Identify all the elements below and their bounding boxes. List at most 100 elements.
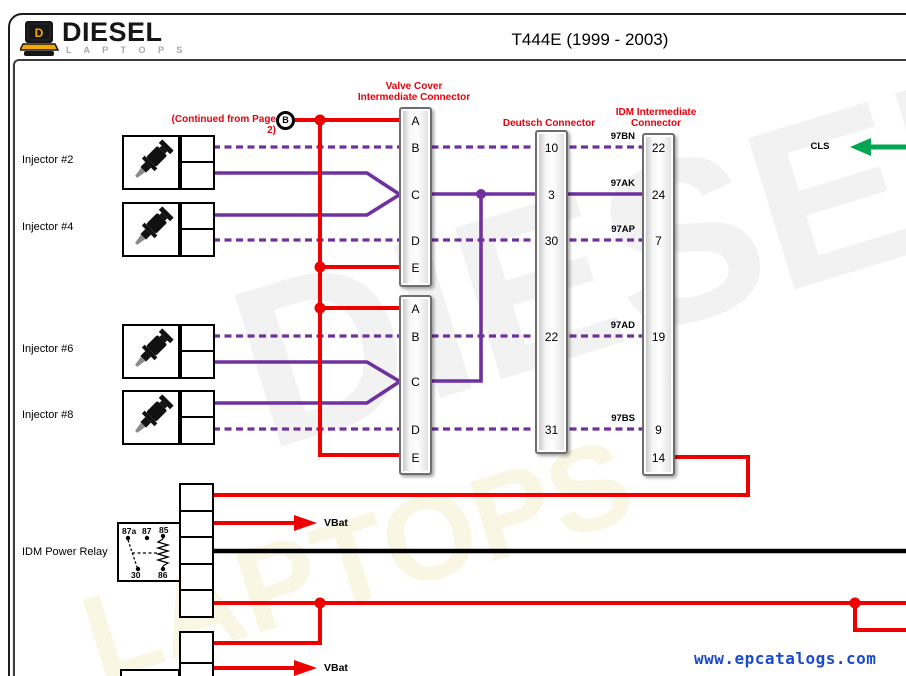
pin-a: A bbox=[411, 302, 420, 316]
wire-injector8-high bbox=[213, 380, 400, 405]
idm-connector-label: IDM Intermediate Connector bbox=[576, 107, 736, 129]
valve-cover-connector-1: A B C D E bbox=[399, 107, 432, 287]
injector2-terminal-box bbox=[180, 135, 215, 190]
connector-cell bbox=[181, 562, 212, 590]
pin-22: 22 bbox=[544, 330, 559, 344]
cls-label: CLS bbox=[810, 141, 830, 152]
idm-intermediate-connector: 22 24 7 19 9 14 bbox=[642, 133, 675, 476]
wire-label-97ad: 97AD bbox=[610, 320, 635, 331]
injector6-label: Injector #6 bbox=[22, 343, 74, 355]
junction-dot-red bbox=[314, 597, 326, 609]
pin-e: E bbox=[411, 261, 420, 275]
pin-7: 7 bbox=[655, 234, 662, 248]
pin-d: D bbox=[411, 234, 420, 248]
junction-dot-red bbox=[314, 114, 326, 126]
wire-red-trunk bbox=[318, 120, 399, 457]
junction-dot-red bbox=[849, 597, 861, 609]
website-link: www.epcatalogs.com bbox=[694, 649, 877, 668]
connector-cell bbox=[181, 485, 212, 510]
wire-branch-right bbox=[853, 603, 906, 632]
injector8-terminal-box bbox=[180, 390, 215, 445]
injector2-icon-box bbox=[122, 135, 180, 190]
connector-cell bbox=[181, 633, 212, 662]
wire-label-97bs: 97BS bbox=[611, 413, 635, 424]
wire-label-97bn: 97BN bbox=[610, 131, 635, 142]
pin-14: 14 bbox=[651, 451, 666, 465]
wire-label-97ak: 97AK bbox=[610, 178, 635, 189]
wire-c-link bbox=[427, 194, 483, 383]
relay-pin-86: 86 bbox=[158, 570, 168, 580]
continued-from-label: (Continued from Page 2) bbox=[171, 114, 276, 136]
wire-injector6-low bbox=[213, 360, 400, 383]
fuel-injector-icon bbox=[135, 139, 174, 178]
junction-dot-red bbox=[314, 261, 326, 273]
connector-cell bbox=[181, 589, 212, 616]
deutsch-connector: 10 3 30 22 31 bbox=[535, 130, 568, 454]
idm-power-relay-label: IDM Power Relay bbox=[22, 546, 108, 558]
idm-label-line1: IDM Intermediate bbox=[615, 107, 697, 118]
laptop-logo-icon: D bbox=[20, 21, 60, 56]
logo-badge-letter: D bbox=[35, 26, 44, 40]
pin-22: 22 bbox=[651, 141, 666, 155]
injector8-icon-box bbox=[122, 390, 180, 445]
injector4-label: Injector #4 bbox=[22, 221, 74, 233]
relay-schematic-icon: 87a 87 85 30 86 bbox=[122, 525, 171, 580]
pin-10: 10 bbox=[544, 141, 559, 155]
injector2-label: Injector #2 bbox=[22, 154, 74, 166]
injector6-icon-box bbox=[122, 324, 180, 379]
wire-label-97ap: 97AP bbox=[611, 224, 635, 235]
vbat-arrow-icon bbox=[294, 515, 317, 531]
pin-a: A bbox=[411, 114, 420, 128]
valve-cover-connector-label: Valve Cover Intermediate Connector bbox=[314, 81, 514, 103]
pin-c: C bbox=[411, 188, 420, 202]
pin-c: C bbox=[411, 375, 420, 389]
page-link-b-badge: B bbox=[276, 111, 295, 130]
connector-cell bbox=[181, 509, 212, 537]
wire-branch-left bbox=[212, 603, 322, 645]
terminal-divider bbox=[182, 228, 213, 230]
pin-31: 31 bbox=[544, 423, 559, 437]
relay-pin-85: 85 bbox=[159, 525, 169, 535]
pin-3: 3 bbox=[548, 188, 555, 202]
deutsch-connector-label: Deutsch Connector bbox=[502, 118, 596, 129]
terminal-divider bbox=[182, 416, 213, 418]
terminal-divider bbox=[182, 350, 213, 352]
pin-d: D bbox=[411, 423, 420, 437]
wire-injector4-high bbox=[213, 193, 400, 217]
vbat-arrow-icon bbox=[294, 660, 317, 676]
vbat-label-bottom: VBat bbox=[324, 662, 348, 674]
connector-cell bbox=[181, 662, 212, 676]
pin-9: 9 bbox=[655, 423, 662, 437]
logo-title: DIESEL bbox=[62, 17, 163, 47]
pin-b: B bbox=[411, 330, 420, 344]
valve-cover-connector-2: A B C D E bbox=[399, 295, 432, 475]
relay-connector-strip-2 bbox=[179, 631, 214, 676]
idm-label-line2: Connector bbox=[631, 118, 681, 129]
fuel-injector-icon bbox=[135, 206, 174, 245]
relay-connector-strip-1 bbox=[179, 483, 214, 618]
injector4-terminal-box bbox=[180, 202, 215, 257]
injector8-label: Injector #8 bbox=[22, 409, 74, 421]
diesel-laptops-logo: D DIESEL L A P T O P S bbox=[20, 17, 210, 59]
pin-19: 19 bbox=[651, 330, 666, 344]
pin-b: B bbox=[411, 141, 420, 155]
injector4-icon-box bbox=[122, 202, 180, 257]
injector6-terminal-box bbox=[180, 324, 215, 379]
logo-subtitle: L A P T O P S bbox=[66, 45, 188, 55]
pin-30: 30 bbox=[544, 234, 559, 248]
cls-arrow-icon bbox=[850, 138, 871, 156]
partial-component-box bbox=[120, 669, 180, 676]
valve-cover-label-line1: Valve Cover bbox=[385, 81, 443, 92]
relay-pin-87: 87 bbox=[142, 526, 152, 536]
valve-cover-label-line2: Intermediate Connector bbox=[357, 92, 471, 103]
pin-e: E bbox=[411, 451, 420, 465]
vbat-label-top: VBat bbox=[324, 517, 348, 529]
terminal-divider bbox=[182, 161, 213, 163]
pin-24: 24 bbox=[651, 188, 666, 202]
relay-pin-87a: 87a bbox=[122, 526, 136, 536]
junction-dot-red bbox=[314, 302, 326, 314]
idm-power-relay-box: 87a 87 85 30 86 bbox=[117, 522, 182, 582]
fuel-injector-icon bbox=[135, 394, 174, 433]
